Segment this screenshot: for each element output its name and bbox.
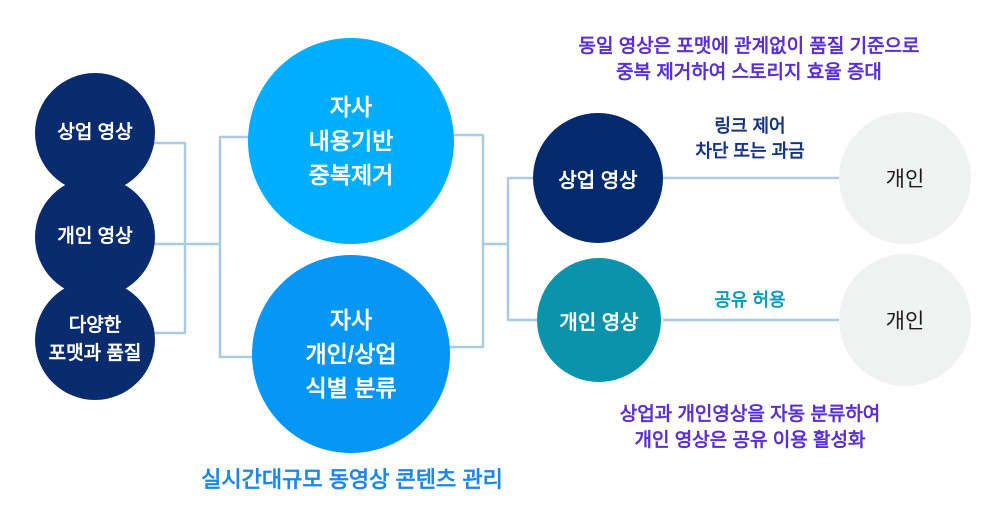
annotation-auto-classification-sharing: 상업과 개인영상을 자동 분류하여 개인 영상은 공유 이용 활성화	[619, 404, 881, 451]
user-node-commercial-target: 개인	[839, 112, 971, 244]
edge-label-link-control: 링크 제어 차단 또는 과금	[695, 116, 805, 161]
user-node-personal-target: 개인	[839, 254, 971, 386]
source-node-commercial-video: 상업 영상	[35, 73, 155, 193]
source-node-personal-video: 개인 영상	[35, 177, 155, 297]
output-node-commercial-video: 상업 영상	[533, 113, 663, 243]
process-node-dedup: 자사 내용기반 중복제거	[248, 38, 454, 244]
edge-label-share-allowed: 공유 허용	[714, 290, 786, 310]
process-node-classification: 자사 개인/상업 식별 분류	[252, 255, 450, 453]
source-node-various-formats: 다양한 포맷과 품질	[35, 280, 155, 400]
output-node-personal-video: 개인 영상	[537, 258, 661, 382]
annotation-dedup-storage-efficiency: 동일 영상은 포맷에 관계없이 품질 기준으로 중복 제거하여 스토리지 효율 …	[578, 36, 920, 83]
diagram-caption-realtime-management: 실시간대규모 동영상 콘텐츠 관리	[201, 467, 503, 492]
